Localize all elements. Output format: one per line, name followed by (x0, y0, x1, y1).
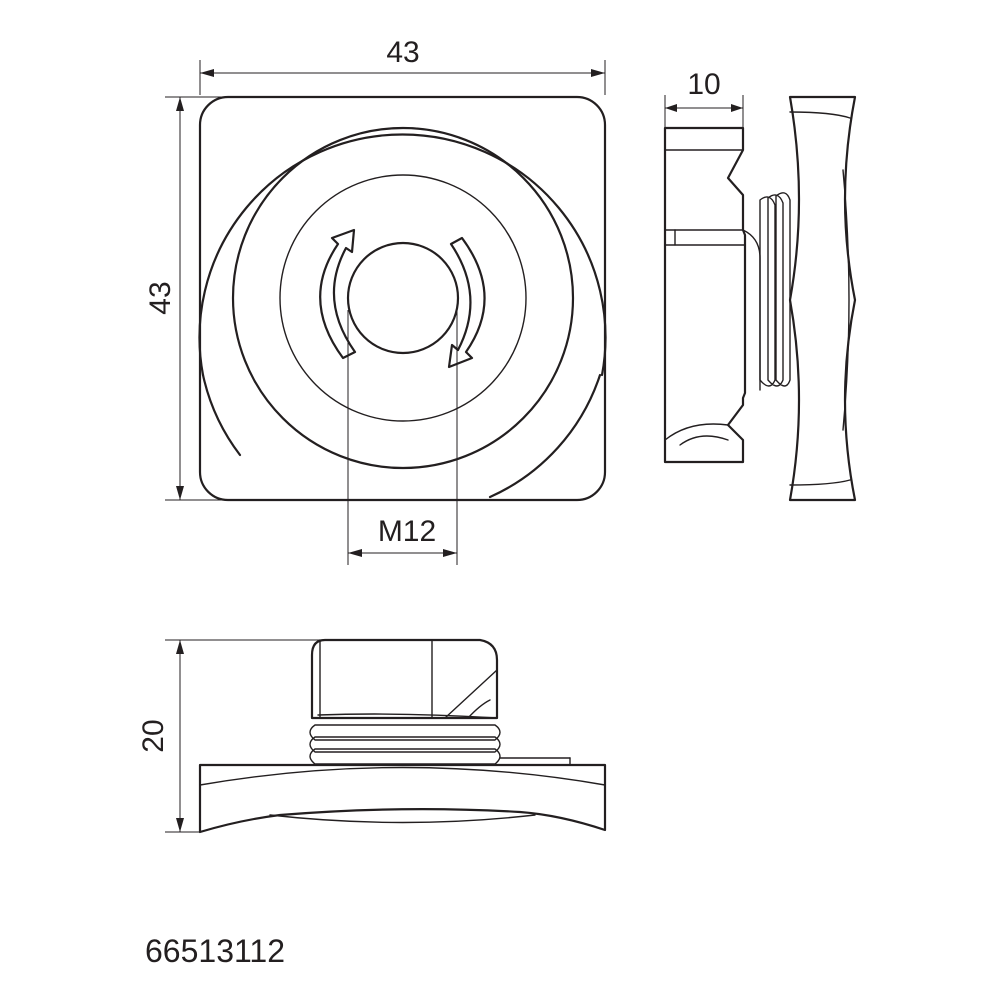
dimension-side-thickness-label: 10 (687, 68, 720, 101)
side-view-spring (759, 192, 791, 387)
bottom-view-plate (198, 763, 607, 834)
rotation-arrow-right (447, 236, 486, 369)
dimension-left-height: 43 (144, 96, 225, 501)
front-view-outline (198, 95, 607, 502)
front-view-outer-arc-bottom-right (488, 373, 602, 499)
dimension-bottom-height-label: 20 (137, 719, 170, 752)
bottom-view-spring (309, 724, 501, 765)
front-view-bore (346, 241, 460, 355)
dimension-top-width-label: 43 (386, 36, 419, 69)
dimension-bottom-height: 20 (137, 639, 320, 833)
front-view-outer-arc (198, 133, 607, 377)
bottom-view (198, 638, 607, 834)
front-view-ring-medium (279, 174, 527, 422)
side-view-nut (663, 126, 747, 464)
front-view-outer-arc-bottom (201, 373, 242, 457)
front-view (198, 95, 607, 565)
dimension-thread-label: M12 (378, 515, 436, 548)
dimension-top-width: 43 (199, 36, 606, 95)
dimension-thread: M12 (348, 515, 457, 557)
dimension-left-height-label: 43 (144, 281, 177, 314)
bottom-view-nut (310, 638, 499, 720)
front-view-ring-large (231, 126, 575, 470)
rotation-arrow-left (319, 228, 357, 360)
side-view (663, 95, 857, 502)
part-number: 66513112 (145, 933, 285, 969)
side-view-plate (788, 95, 857, 502)
dimension-side-thickness: 10 (664, 68, 744, 128)
